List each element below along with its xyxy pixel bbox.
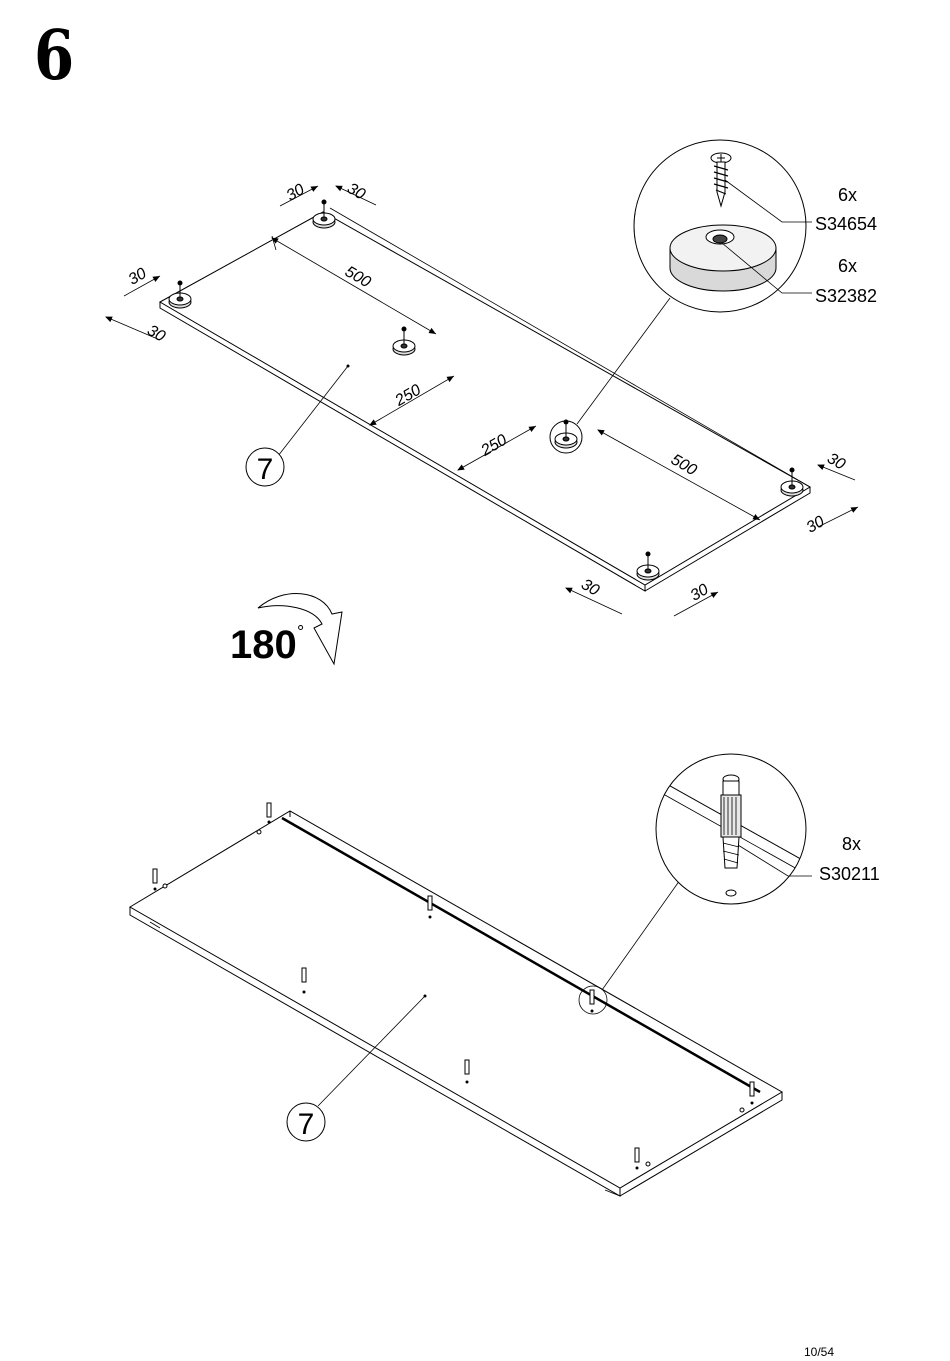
foot-glide — [168, 280, 192, 309]
glide-detail-labels: 6x S34654 6x S32382 — [815, 185, 877, 306]
bottom-panel — [129, 810, 783, 1197]
dowel — [301, 967, 307, 994]
dimension-labels: 30 30 30 30 500 250 250 500 30 30 30 30 — [126, 180, 849, 605]
dowel — [634, 1147, 651, 1170]
dowel-detail-callout — [601, 753, 812, 991]
dowels-bottom — [152, 802, 755, 1170]
foot-glide — [312, 199, 336, 229]
dowel — [578, 985, 608, 1015]
dim-label: 30 — [688, 581, 712, 605]
code-screw: S34654 — [815, 214, 877, 234]
dowel — [256, 802, 272, 835]
dowel — [152, 868, 168, 891]
dowel — [739, 1081, 755, 1113]
part-label-bottom: 7 — [286, 994, 427, 1142]
foot-glide — [549, 419, 583, 454]
dim-label: 30 — [824, 450, 848, 474]
dim-label: 30 — [804, 513, 828, 537]
qty-glide: 6x — [838, 256, 857, 276]
dim-label: 30 — [144, 322, 168, 346]
qty-dowel: 8x — [842, 834, 861, 854]
dim-label: 30 — [284, 181, 308, 205]
code-dowel: S30211 — [819, 864, 880, 884]
dowel — [464, 1059, 470, 1084]
dim-label: 30 — [578, 576, 602, 600]
dim-label: 30 — [344, 180, 368, 204]
part-label-top: 7 — [245, 364, 350, 487]
dimension-lines — [105, 185, 859, 617]
rotate-arrow-icon — [257, 593, 343, 666]
part-number-7: 7 — [257, 453, 274, 486]
step-number: 6 — [34, 16, 75, 96]
dim-label: 30 — [126, 265, 150, 289]
code-glide: S32382 — [815, 286, 877, 306]
dowel-detail-labels: 8x S30211 — [819, 834, 880, 884]
qty-screw: 6x — [838, 185, 857, 205]
rotate-indicator: 180 ° — [230, 593, 343, 667]
foot-glide — [780, 467, 804, 497]
part-number-7: 7 — [298, 1108, 315, 1141]
rotate-180-label: 180 — [230, 623, 297, 667]
degree-symbol: ° — [297, 622, 304, 642]
feet-top — [168, 199, 804, 581]
page-number: 10/54 — [804, 1345, 835, 1359]
glide-detail-callout — [576, 139, 812, 425]
dowel — [427, 895, 433, 919]
foot-glide — [636, 551, 660, 581]
